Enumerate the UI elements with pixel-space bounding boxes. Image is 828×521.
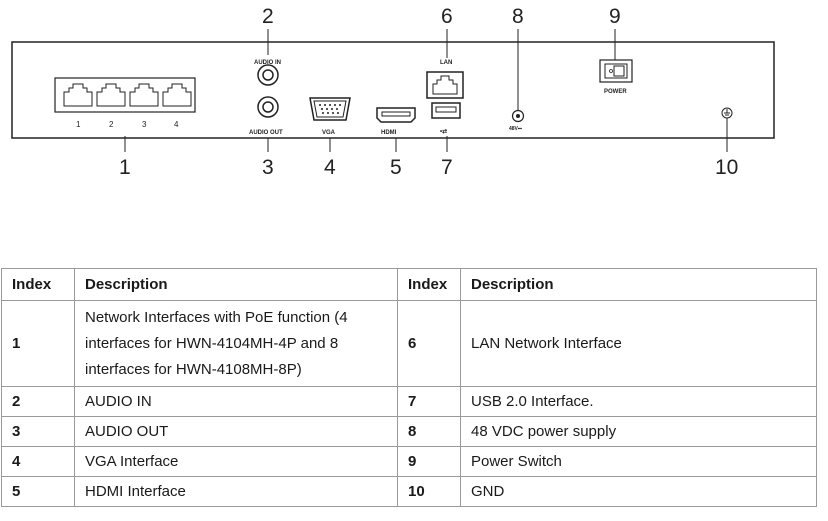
row-index: 2: [1, 386, 75, 417]
row-index: 8: [397, 416, 461, 447]
callout-number: 4: [324, 156, 336, 179]
table-row: 1 Network Interfaces with PoE function (…: [1, 300, 817, 387]
callout-number: 3: [262, 156, 274, 179]
table-header-row: Index Description Index Description: [1, 268, 817, 301]
callout-number: 1: [119, 156, 131, 179]
row-description: AUDIO IN: [74, 386, 398, 417]
callout-number: 6: [441, 5, 453, 28]
hdmi-port-icon: [376, 107, 416, 123]
poe-port-2-icon: [96, 83, 126, 107]
callout-number: 7: [441, 156, 453, 179]
poe-port-3-icon: [129, 83, 159, 107]
row-index: 10: [397, 476, 461, 507]
hdmi-label: HDMI: [381, 130, 397, 136]
dc-power-label: 48V⎓: [509, 126, 522, 132]
power-label: POWER: [604, 89, 627, 95]
row-index: 4: [1, 446, 75, 477]
table-row: 2 AUDIO IN 7 USB 2.0 Interface.: [1, 386, 817, 417]
callout-number: 5: [390, 156, 402, 179]
row-description: USB 2.0 Interface.: [460, 386, 817, 417]
table-row: 3 AUDIO OUT 8 48 VDC power supply: [1, 416, 817, 447]
header-index: Index: [1, 268, 75, 301]
usb-label: •⇄: [440, 127, 447, 135]
vga-label: VGA: [322, 130, 336, 136]
usb-port-icon: [431, 102, 461, 119]
interface-legend-table: Index Description Index Description 1 Ne…: [1, 268, 817, 507]
poe-port-number: 2: [109, 120, 114, 129]
audio-out-label: AUDIO OUT: [249, 130, 283, 136]
poe-port-1-icon: [63, 83, 93, 107]
header-index: Index: [397, 268, 461, 301]
dc-power-jack-icon: [511, 109, 525, 123]
poe-ports: 1 2 3 4: [54, 77, 196, 129]
header-description: Description: [74, 268, 398, 301]
poe-port-number: 1: [76, 120, 81, 129]
table-row: 5 HDMI Interface 10 GND: [1, 476, 817, 507]
callout-number: 8: [512, 5, 524, 28]
poe-port-number: 3: [142, 120, 147, 129]
audio-in-jack-icon: [257, 64, 279, 86]
row-description: AUDIO OUT: [74, 416, 398, 447]
poe-port-number: 4: [174, 120, 179, 129]
callout-number: 2: [262, 5, 274, 28]
rear-panel-diagram: 1 2 3 4 AUDIO IN AUDIO OUT VGA HDMI LAN: [11, 5, 775, 179]
row-description: LAN Network Interface: [460, 300, 817, 387]
row-index: 5: [1, 476, 75, 507]
lan-label: LAN: [440, 60, 452, 66]
row-index: 1: [1, 300, 75, 387]
power-switch-icon: [599, 59, 633, 83]
vga-port-icon: [309, 97, 351, 121]
poe-port-4-icon: [162, 83, 192, 107]
callout-number: 9: [609, 5, 621, 28]
row-description: VGA Interface: [74, 446, 398, 477]
audio-out-jack-icon: [257, 96, 279, 118]
lan-port-icon: [426, 71, 464, 99]
row-description: Network Interfaces with PoE function (4 …: [74, 300, 398, 387]
row-description: 48 VDC power supply: [460, 416, 817, 447]
callout-leaders: [124, 29, 728, 152]
row-description: Power Switch: [460, 446, 817, 477]
device-chassis: [11, 41, 775, 139]
row-index: 3: [1, 416, 75, 447]
row-index: 7: [397, 386, 461, 417]
gnd-terminal-icon: [721, 107, 733, 119]
callout-number: 10: [715, 156, 738, 179]
header-description: Description: [460, 268, 817, 301]
row-index: 9: [397, 446, 461, 477]
audio-in-label: AUDIO IN: [254, 60, 281, 66]
row-description: GND: [460, 476, 817, 507]
row-description: HDMI Interface: [74, 476, 398, 507]
table-row: 4 VGA Interface 9 Power Switch: [1, 446, 817, 477]
row-index: 6: [397, 300, 461, 387]
